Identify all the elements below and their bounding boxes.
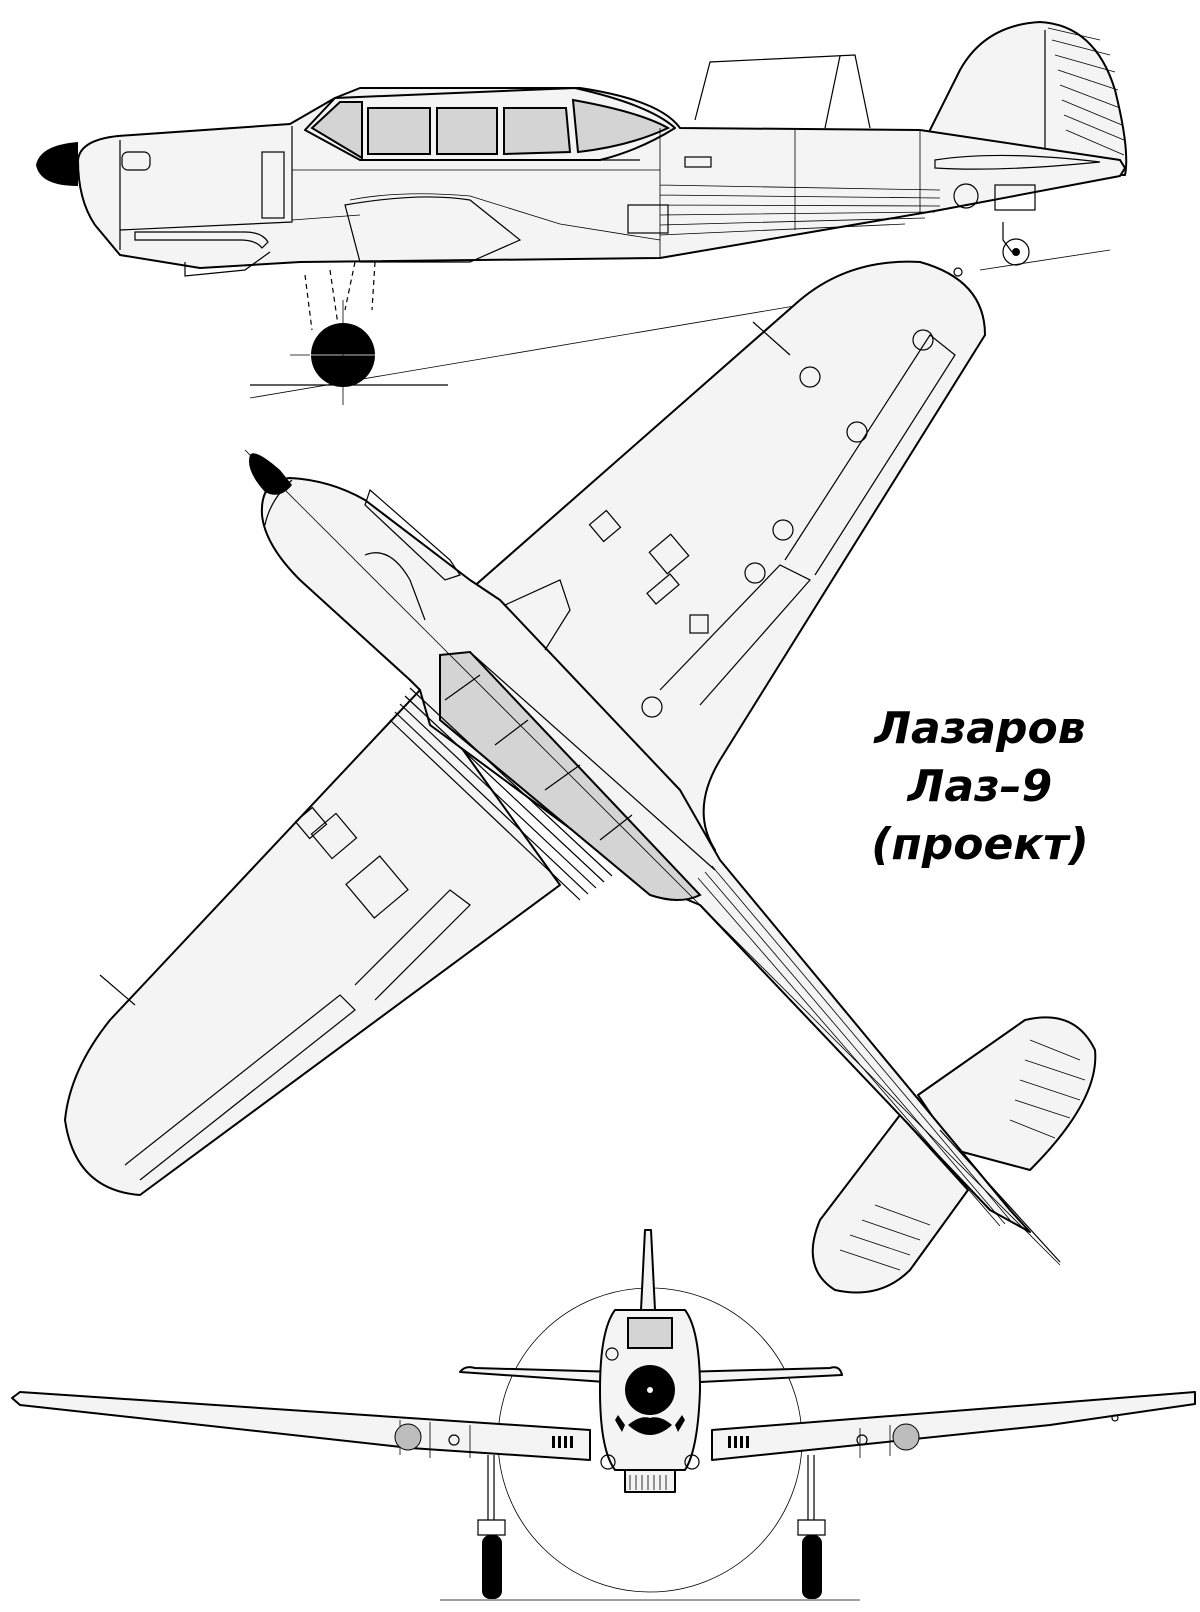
front-radiator [624,1469,676,1493]
top-centerline [244,449,1061,1266]
top-gun-port-4 [772,519,794,541]
side-fuselage-panels [291,128,941,258]
top-panel-3 [689,614,709,634]
front-gear-left-fork [477,1519,506,1536]
side-gear-door [304,269,339,331]
front-radiator-grille [629,1475,667,1490]
front-intake [628,1417,672,1435]
side-lower-scoop [184,251,271,277]
side-cowl-intake [121,151,151,171]
title-block: Лазаров Лаз–9 (проект) [830,700,1130,874]
front-gear-right-fork [797,1519,826,1536]
side-canopy-pane-3 [503,107,572,156]
top-wingtip-light [953,267,963,277]
side-canopy-windscreen [310,101,363,160]
side-tailwheel-hub [1012,248,1020,256]
top-view [64,260,1097,1294]
title-status: (проект) [871,819,1089,870]
side-wing-root [344,196,522,263]
front-wheel-left [482,1535,502,1599]
top-panel-4 [310,812,358,860]
top-gun-port-5 [744,562,766,584]
front-wing-port-left [448,1434,460,1446]
top-aileron-upper [659,564,811,706]
front-exhaust-right [684,1454,700,1470]
top-pitot-base-upper [588,509,622,543]
side-canopy-pane-1 [367,107,431,155]
side-rudder-hatch [1047,27,1125,156]
top-aileron-lower [124,994,356,1181]
side-roundel [953,183,979,209]
side-canopy-aft [571,98,671,154]
front-gear-right-strut [807,1455,815,1520]
side-exit-handle [684,156,712,168]
side-spinner [36,142,78,186]
side-access-panel-2 [994,184,1036,211]
top-gun-port-1 [912,329,934,351]
top-cowl-ring [264,479,293,526]
top-elevator-hatch [839,1039,1086,1271]
front-windscreen [627,1317,673,1349]
top-root-fillet [504,579,571,651]
top-stab-left [811,1114,969,1294]
front-cowl-port [605,1347,619,1361]
side-exhaust [134,231,269,249]
side-access-panel-1 [627,204,669,234]
front-gun-vents-left [552,1436,573,1448]
top-spinner [249,453,292,495]
top-gun-port-3 [846,421,868,443]
side-tailwheel [1002,238,1030,266]
front-spinner-tip [647,1387,653,1393]
side-cowl-panel [119,126,293,231]
top-canopy-rail [469,651,716,871]
top-cowl-scoop [364,552,426,621]
top-flap-stripes [389,687,613,901]
side-rear-canopy [694,54,871,129]
front-exhaust-left [600,1454,616,1470]
top-panel-1 [648,533,690,575]
top-mast-lower [99,974,136,1006]
top-pitot-base-lower [294,806,328,840]
front-gun-vents-right [728,1436,749,1448]
title-designer: Лазаров [874,703,1086,754]
front-roundel-right [892,1423,920,1451]
top-panel-5 [345,855,409,919]
side-rear-canopy-frame [824,55,841,129]
side-cowl-door [261,151,285,219]
top-tail-lines [697,859,1016,1227]
side-tailwheel-strut [1002,222,1013,253]
top-wing-flap-upper [784,334,956,576]
top-rudder-line [939,1129,1061,1263]
top-cowl-bump [364,488,461,581]
top-gun-port-6 [641,696,663,718]
front-wing-right [711,1391,1196,1461]
side-reference-line-tail [979,249,1111,271]
front-cowl-slot-right [675,1415,685,1432]
front-gear-left-strut [487,1455,495,1520]
top-canopy-frames [444,674,633,841]
top-wing-lower [64,689,561,1196]
top-stab-right [917,1016,1097,1171]
side-canopy-pane-2 [436,107,498,155]
top-panel-2 [646,573,680,605]
front-wing-port-right [856,1434,868,1446]
front-wing [11,1391,591,1461]
top-canopy [439,650,702,901]
top-gun-port-2 [799,366,821,388]
front-cowl-slot-left [615,1415,625,1432]
side-gear-leg [344,261,376,311]
front-roundel-left [394,1423,422,1451]
front-view [11,1229,1196,1601]
side-tailplane [934,154,1101,170]
front-wheel-right [802,1535,822,1599]
title-model: Лаз–9 [907,761,1053,812]
top-mast-upper [752,321,791,356]
side-view [36,21,1128,405]
front-wingtip-light [1111,1414,1119,1422]
top-wing-flap-lower [354,889,471,1001]
